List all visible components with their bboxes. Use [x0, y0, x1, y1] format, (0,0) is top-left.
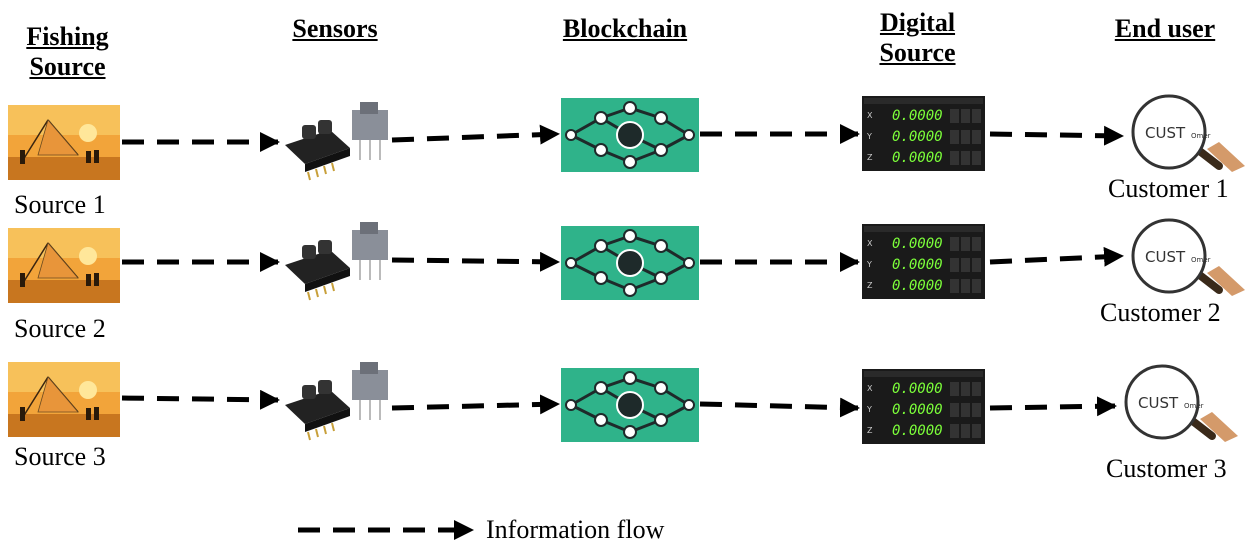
magnifier-text-2: CUST: [1145, 248, 1186, 266]
digital-display-2: 0.0000 0.0000 0.0000 X Y Z: [862, 224, 985, 299]
blockchain-graphic-2: [561, 226, 699, 300]
digital-axis-3-y: Y: [866, 405, 872, 414]
magnifier-icon-3: CUST Omer: [1124, 364, 1238, 442]
header-digital-source: Digital Source: [855, 8, 980, 68]
magnifier-small-3: Omer: [1184, 402, 1204, 410]
magnifier-small-1: Omer: [1191, 132, 1211, 140]
source-label-2: Source 2: [14, 314, 106, 343]
header-end-user: End user: [1114, 14, 1216, 43]
fishing-image-2: [8, 228, 120, 303]
digital-axis-2-y: Y: [866, 260, 872, 269]
digital-axis-3-x: X: [867, 384, 873, 393]
header-digital-line1: Digital: [879, 8, 956, 37]
sensor-chip-2: [285, 222, 388, 301]
digital-axis-1-x: X: [867, 111, 873, 120]
header-fishing-line1: Fishing: [26, 22, 109, 51]
digital-axis-1-y: Y: [866, 132, 872, 141]
customer-label-3: Customer 3: [1106, 454, 1227, 483]
arrow-r2-sensor-chain: [391, 251, 560, 272]
digital-readout-3-x: 0.0000: [892, 381, 943, 397]
digital-readout-2-z: 0.0000: [892, 278, 943, 294]
header-fishing-line2: Source: [29, 52, 106, 81]
blockchain-graphic-1: [561, 98, 699, 172]
digital-axis-2-z: Z: [867, 281, 873, 290]
digital-readout-1-z: 0.0000: [892, 150, 943, 166]
digital-axis-1-z: Z: [867, 153, 873, 162]
arrow-r3-fish-sensor: [121, 389, 280, 410]
digital-readout-3-y: 0.0000: [892, 402, 943, 418]
digital-readout-2-x: 0.0000: [892, 236, 943, 252]
arrow-r3-digital-user: [989, 396, 1117, 417]
source-label-3: Source 3: [14, 442, 106, 471]
magnifier-icon-1: CUST Omer: [1131, 94, 1245, 172]
legend-label: Information flow: [486, 515, 665, 544]
header-sensors: Sensors: [292, 14, 378, 43]
fishing-image-1: [8, 105, 120, 180]
sensor-chip-1: [285, 102, 388, 181]
header-fishing-source: Fishing Source: [10, 22, 125, 82]
digital-display-3: 0.0000 0.0000 0.0000 X Y Z: [862, 369, 985, 444]
fishing-image-3: [8, 362, 120, 437]
digital-axis-3-z: Z: [867, 426, 873, 435]
digital-readout-1-x: 0.0000: [892, 108, 943, 124]
magnifier-small-2: Omer: [1191, 256, 1211, 264]
customer-label-1: Customer 1: [1108, 174, 1229, 203]
digital-display-1: 0.0000 0.0000 0.0000 X Y Z: [862, 96, 985, 171]
arrow-r3-chain-digital: [699, 397, 860, 418]
header-digital-line2: Source: [879, 38, 956, 67]
digital-readout-3-z: 0.0000: [892, 423, 943, 439]
sensor-chip-3: [285, 362, 388, 441]
magnifier-text-1: CUST: [1145, 124, 1186, 142]
arrow-r1-sensor-chain: [391, 124, 560, 145]
header-blockchain: Blockchain: [562, 14, 688, 43]
magnifier-text-3: CUST: [1138, 394, 1179, 412]
blockchain-graphic-3: [561, 368, 699, 442]
magnifier-icon-2: CUST Omer: [1131, 218, 1245, 296]
source-label-1: Source 1: [14, 190, 106, 219]
arrow-r1-digital-user: [989, 125, 1124, 146]
arrow-r2-digital-user: [989, 246, 1124, 267]
digital-readout-2-y: 0.0000: [892, 257, 943, 273]
arrow-r3-sensor-chain: [391, 394, 560, 415]
digital-readout-1-y: 0.0000: [892, 129, 943, 145]
customer-label-2: Customer 2: [1100, 298, 1221, 327]
digital-axis-2-x: X: [867, 239, 873, 248]
